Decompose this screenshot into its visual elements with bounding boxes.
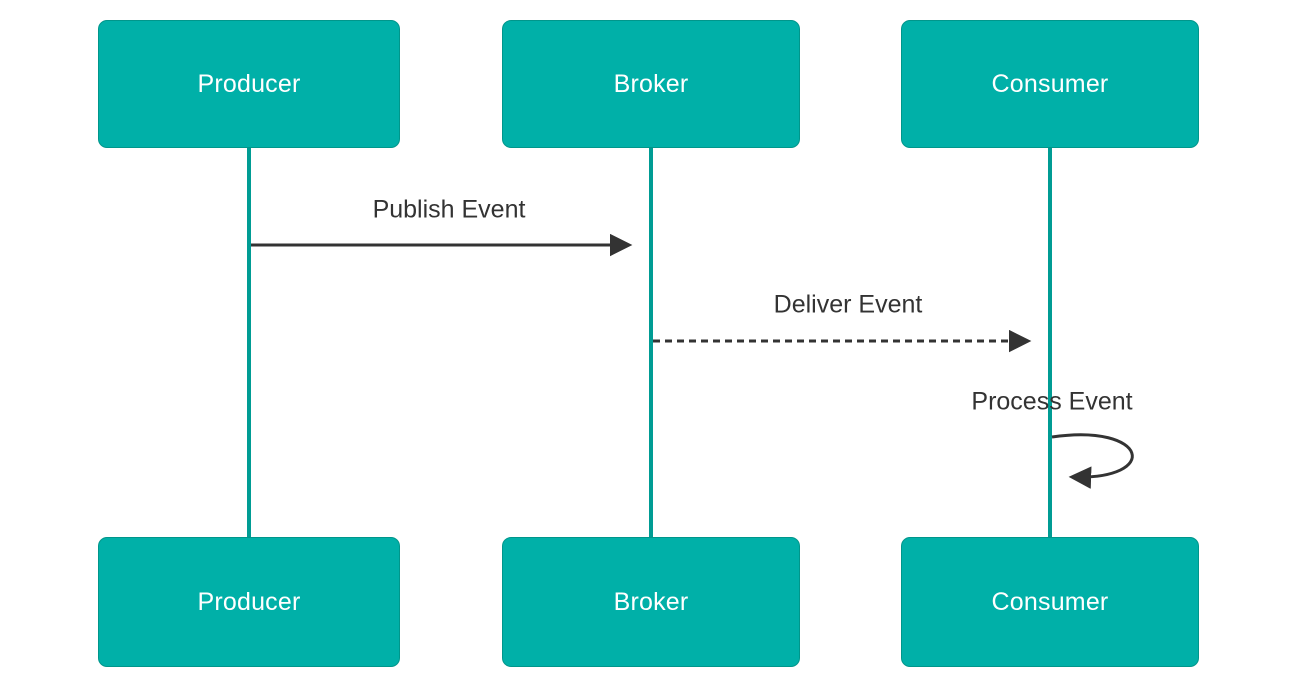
actor-bottom-broker: Broker <box>502 537 800 667</box>
actor-label: Producer <box>197 69 301 98</box>
actor-top-producer: Producer <box>98 20 400 148</box>
actor-bottom-consumer: Consumer <box>901 537 1199 667</box>
message-label-publish-event: Publish Event <box>372 195 526 224</box>
actor-label: Consumer <box>991 587 1109 616</box>
actor-top-broker: Broker <box>502 20 800 148</box>
message-label-deliver-event: Deliver Event <box>773 290 923 319</box>
actor-label: Consumer <box>991 69 1109 98</box>
actor-label: Broker <box>613 69 689 98</box>
actor-label: Producer <box>197 587 301 616</box>
actor-top-consumer: Consumer <box>901 20 1199 148</box>
actor-label: Broker <box>613 587 689 616</box>
message-label-process-event: Process Event <box>971 387 1133 416</box>
message-arrow-process-event-self-loop <box>1051 433 1134 489</box>
actor-bottom-producer: Producer <box>98 537 400 667</box>
